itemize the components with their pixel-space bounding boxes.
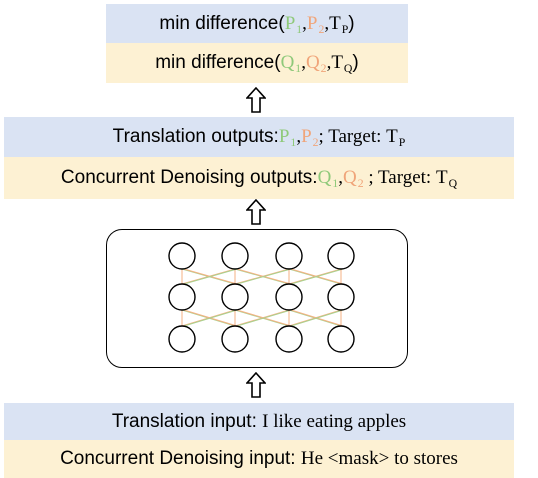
close-paren: ) (352, 52, 359, 73)
nn-edge (183, 268, 238, 285)
nn-edge (181, 309, 236, 327)
translation-input-label: Translation input: (111, 410, 263, 432)
nn-node (221, 242, 249, 270)
translation-input-box: Translation input: I like eating apples (4, 403, 514, 440)
translation-outputs-box: Translation outputs: P1 , P2 ; Target: T… (4, 117, 514, 157)
q1-term: Q1 (317, 167, 339, 191)
target-label: ; Target: (363, 167, 436, 188)
nn-edge (234, 268, 290, 285)
denoising-outputs-box: Concurrent Denoising outputs: Q1 , Q2 ; … (4, 157, 514, 199)
separator: , (302, 12, 307, 34)
tq-term: TQ (331, 52, 353, 76)
min-difference-label: min difference( (159, 12, 285, 34)
p1-term: P1 (284, 12, 303, 36)
min-difference-q-box: min difference( Q1 , Q2 , TQ ) (106, 43, 408, 83)
nn-node (221, 283, 249, 311)
p2-term: P2 (306, 12, 325, 36)
q2-term: Q2 (342, 167, 364, 191)
translation-outputs-label: Translation outputs: (112, 126, 279, 147)
target-label: ; Target: (318, 126, 387, 147)
separator: , (326, 52, 332, 73)
nn-node (275, 325, 303, 353)
p2-term: P2 (301, 126, 319, 150)
nn-edge (183, 309, 238, 327)
separator: , (338, 167, 343, 188)
tp-term: TP (386, 126, 406, 150)
separator: , (301, 52, 306, 73)
translation-input-text: I like eating apples (262, 410, 407, 432)
neural-network-diagram (168, 242, 355, 353)
denoising-outputs-label: Concurrent Denoising outputs: (60, 167, 318, 188)
nn-node (275, 242, 303, 270)
separator: , (296, 126, 302, 147)
nn-node (168, 242, 196, 270)
nn-edge (290, 309, 344, 327)
up-arrow-icon (246, 199, 266, 225)
up-arrow-icon (246, 372, 266, 398)
nn-node (275, 283, 303, 311)
q1-term: Q1 (280, 52, 302, 76)
denoising-input-text: He <mask> to stores (300, 448, 458, 469)
nn-node (168, 283, 196, 311)
nn-edge (181, 268, 236, 285)
nn-edge (288, 309, 342, 327)
nn-node (327, 325, 355, 353)
separator: , (324, 12, 330, 34)
tp-term: TP (329, 12, 349, 36)
nn-node (327, 283, 355, 311)
p1-term: P1 (278, 126, 297, 150)
nn-node (168, 325, 196, 353)
min-difference-p-box: min difference( P1 , P2 , TP ) (106, 4, 408, 43)
nn-edge (234, 309, 290, 327)
neural-network-frame (106, 229, 408, 368)
up-arrow-icon (246, 87, 266, 113)
q2-term: Q2 (305, 52, 327, 76)
close-paren: ) (348, 12, 355, 34)
nn-node (327, 242, 355, 270)
nn-edge (236, 309, 292, 327)
nn-edge (288, 268, 342, 285)
min-difference-label: min difference( (155, 52, 281, 73)
nn-node (221, 325, 249, 353)
denoising-input-label: Concurrent Denoising input: (60, 448, 301, 469)
denoising-input-box: Concurrent Denoising input: He <mask> to… (4, 440, 514, 478)
tq-term: TQ (435, 167, 458, 191)
nn-edge (290, 268, 344, 285)
nn-edge (236, 268, 292, 285)
